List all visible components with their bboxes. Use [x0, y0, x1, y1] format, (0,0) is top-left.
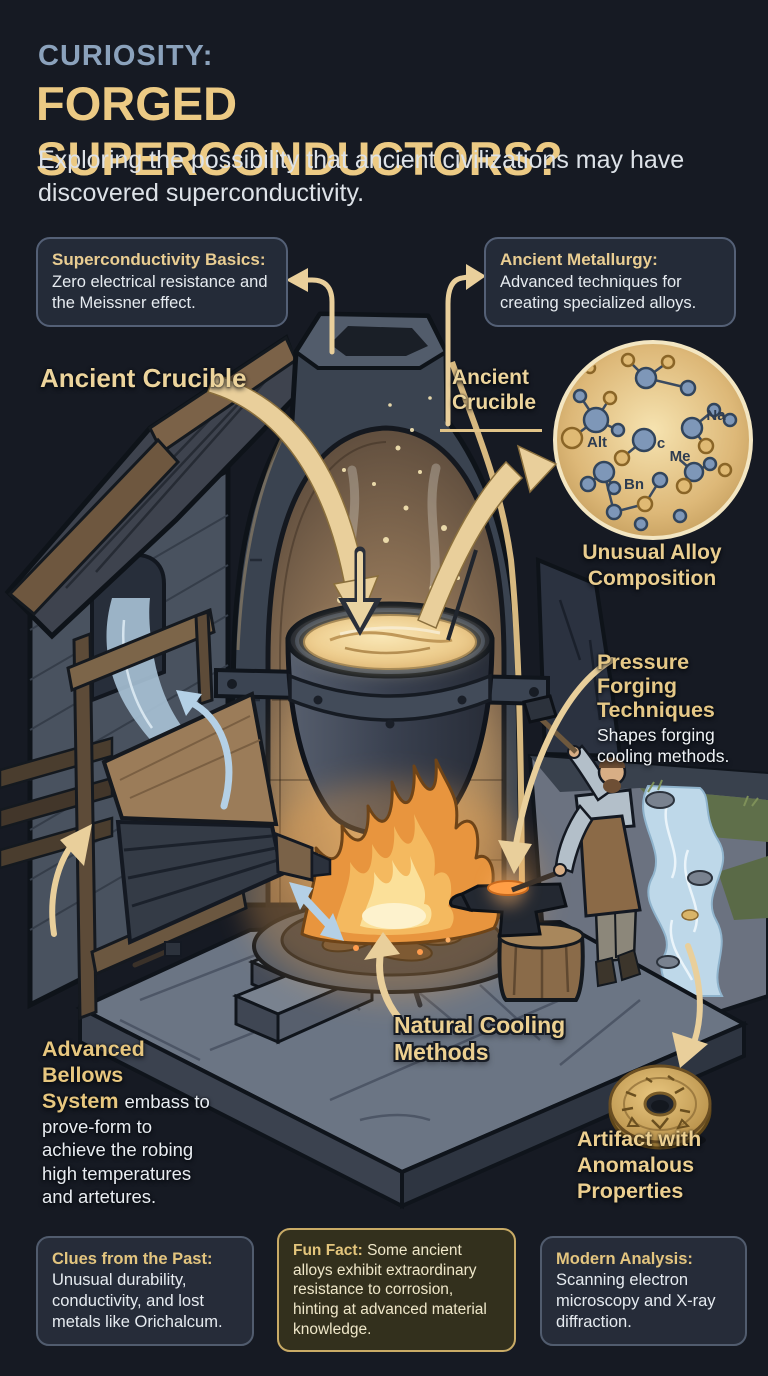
glowing-metal [487, 880, 529, 896]
crucible-assembly [214, 463, 550, 837]
arrow-pressure-to-anvil [498, 657, 615, 874]
page-title: FORGED SUPERCONDUCTORS? [36, 77, 563, 185]
atom-label-alt: Alt [587, 434, 607, 451]
atom-label-c: c [657, 435, 665, 452]
arrow-to-alloy-inset [417, 444, 558, 630]
footer-box-clues: Clues from the Past: Unusual durability,… [36, 1236, 254, 1346]
subtitle: Exploring the possibility that ancient c… [38, 146, 685, 207]
arrow-to-superconductivity-box [286, 268, 335, 355]
label-pressure-forging: Pressure Forging Techniques Shapes forgi… [597, 650, 737, 767]
atom-label-na: Na [706, 407, 726, 424]
label-natural-cooling: Natural Cooling Methods [394, 1012, 566, 1065]
callout-title: Ancient Metallurgy: [500, 250, 658, 269]
kicker: CURIOSITY: [38, 40, 214, 72]
annotation-arrows [49, 264, 708, 1068]
bellows-title: Advanced Bellows System [42, 1037, 145, 1114]
atom-label-me: Me [670, 448, 691, 465]
callout-superconductivity-basics: Superconductivity Basics: Zero electrica… [36, 237, 288, 328]
artifact-coin [608, 1064, 712, 1150]
callout-ancient-metallurgy: Ancient Metallurgy: Advanced techniques … [484, 237, 736, 328]
airflow-arrows [176, 690, 344, 941]
stream [642, 784, 725, 997]
sparks [337, 396, 460, 603]
callout-title: Superconductivity Basics: [52, 250, 266, 269]
pressure-title: Pressure Forging Techniques [597, 650, 715, 723]
footer-box-fun-fact: Fun Fact: Some ancient alloys exhibit ex… [277, 1228, 516, 1353]
crucible-label-underline [440, 429, 542, 432]
footer-title: Fun Fact: [293, 1242, 363, 1259]
footer-title: Modern Analysis: [556, 1250, 693, 1268]
label-ancient-crucible-left: Ancient Crucible [40, 363, 247, 393]
callout-body: Advanced techniques for creating special… [500, 273, 697, 312]
pressure-body: Shapes forging cooling methods. [597, 725, 730, 767]
footer-body: Some ancient alloys exhibit extraordinar… [293, 1242, 487, 1338]
footer-title: Clues from the Past: [52, 1250, 213, 1268]
callout-body: Zero electrical resistance and the Meiss… [52, 273, 268, 312]
hammer-head [522, 694, 558, 724]
arrow-bellows-label [49, 824, 92, 937]
hammer-handle [536, 714, 578, 754]
footer-box-modern-analysis: Modern Analysis: Scanning electron micro… [540, 1236, 747, 1346]
label-ancient-crucible-right: Ancient Crucible [452, 366, 537, 414]
footer-body: Unusual durability, conductivity, and lo… [52, 1270, 223, 1331]
arrow-stream-to-artifact [672, 943, 708, 1068]
arrow-cooling-to-fire [364, 932, 406, 1026]
blacksmith [448, 694, 642, 1002]
footer-body: Scanning electron microscopy and X-ray d… [556, 1270, 716, 1331]
label-unusual-alloy-composition: Unusual Alloy Composition [582, 541, 722, 590]
arrow-to-metallurgy-box [445, 264, 486, 427]
bellows [66, 607, 332, 1021]
atom-label-bn: Bn [624, 476, 644, 493]
apron [578, 814, 642, 918]
alloy-inset: Alt c Na Me Bn [553, 340, 753, 540]
bellows-body: embass to prove-form to achieve the robi… [42, 1091, 210, 1208]
label-artifact-anomalous: Artifact with Anomalous Properties [577, 1127, 702, 1204]
arrow-into-crucible [338, 546, 382, 636]
